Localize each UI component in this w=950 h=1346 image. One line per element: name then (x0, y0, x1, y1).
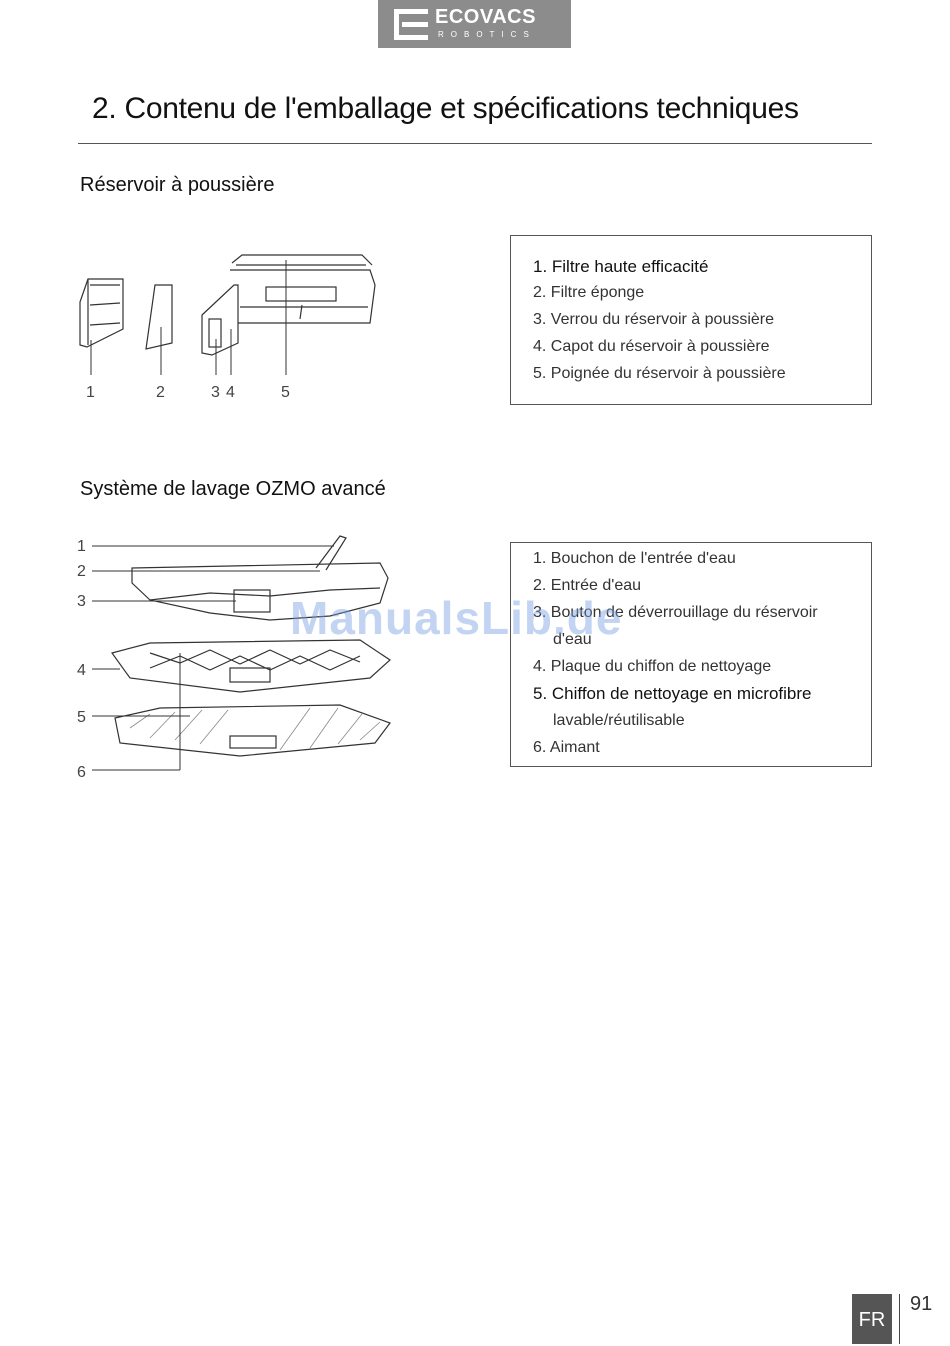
diagram-number: 1 (86, 384, 95, 401)
diagram-number: 4 (77, 662, 86, 679)
logo-name: ECOVACS (435, 6, 536, 28)
diagram-number: 6 (77, 764, 86, 781)
diagram-number: 2 (156, 384, 165, 401)
list-item: 2. Filtre éponge (533, 284, 645, 301)
diagram-number: 4 (226, 384, 235, 401)
section-heading-dust-bin: Réservoir à poussière (80, 174, 275, 196)
page-number: 91 (910, 1293, 933, 1315)
list-item: 5. Chiffon de nettoyage en microfibre (533, 684, 812, 703)
list-item: 3. Bouton de déverrouillage du réservoir (533, 604, 818, 621)
list-item: 5. Poignée du réservoir à poussière (533, 365, 786, 382)
watermark: ManualsLib.de (290, 592, 623, 644)
ecovacs-logo: ECOVACS ROBOTICS (378, 0, 571, 48)
diagram-number: 5 (281, 384, 290, 401)
list-item: 4. Capot du réservoir à poussière (533, 338, 770, 355)
language-badge: FR (852, 1294, 892, 1344)
ozmo-parts-list: 1. Bouchon de l'entrée d'eau 2. Entrée d… (510, 542, 872, 767)
diagram-number: 3 (211, 384, 220, 401)
list-item: 4. Plaque du chiffon de nettoyage (533, 658, 772, 675)
page-title: 2. Contenu de l'emballage et spécificati… (92, 92, 799, 125)
list-item: 6. Aimant (533, 739, 600, 756)
section-heading-ozmo: Système de lavage OZMO avancé (80, 478, 386, 500)
list-item: 2. Entrée d'eau (533, 577, 642, 594)
dust-bin-illustration (79, 254, 376, 375)
diagram-number: 1 (77, 538, 86, 555)
diagram-number: 5 (77, 709, 86, 726)
title-divider (78, 143, 872, 144)
ecovacs-logo-mark-icon (394, 9, 428, 40)
logo-subtitle: ROBOTICS (438, 30, 536, 39)
ozmo-system-illustration (92, 535, 391, 771)
dust-bin-parts-list: 1. Filtre haute efficacité 2. Filtre épo… (510, 235, 872, 405)
list-item: 1. Filtre haute efficacité (533, 257, 709, 276)
list-item: d'eau (553, 631, 592, 648)
list-item: lavable/réutilisable (553, 712, 685, 729)
diagram-number: 2 (77, 563, 86, 580)
diagram-number: 3 (77, 593, 86, 610)
list-item: 3. Verrou du réservoir à poussière (533, 311, 775, 328)
footer-divider (899, 1294, 900, 1344)
list-item: 1. Bouchon de l'entrée d'eau (533, 550, 736, 567)
